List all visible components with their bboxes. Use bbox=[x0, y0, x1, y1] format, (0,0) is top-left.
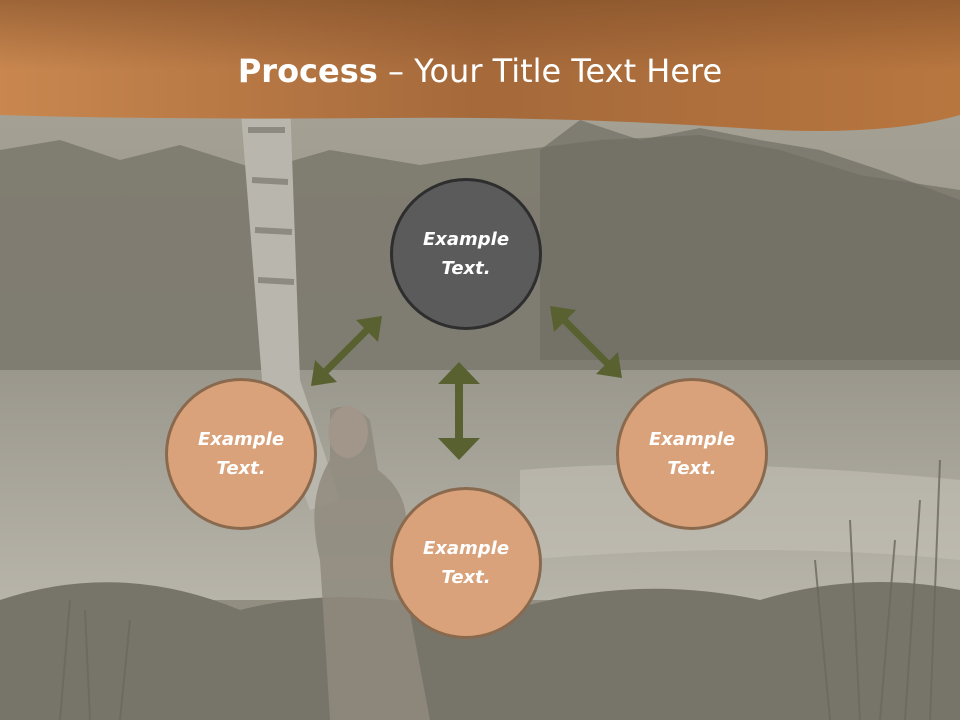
node-left: Example Text. bbox=[165, 378, 317, 530]
title-bold: Process bbox=[237, 52, 378, 90]
node-bottom-text: Example Text. bbox=[422, 538, 510, 588]
node-bottom: Example Text. bbox=[390, 487, 542, 639]
node-top-text: Example Text. bbox=[422, 229, 510, 279]
node-top: Example Text. bbox=[390, 178, 542, 330]
node-right-text: Example Text. bbox=[648, 429, 736, 479]
node-right: Example Text. bbox=[616, 378, 768, 530]
title-rest: – Your Title Text Here bbox=[377, 52, 723, 90]
slide-title: Process – Your Title Text Here bbox=[0, 52, 960, 90]
node-left-text: Example Text. bbox=[197, 429, 285, 479]
